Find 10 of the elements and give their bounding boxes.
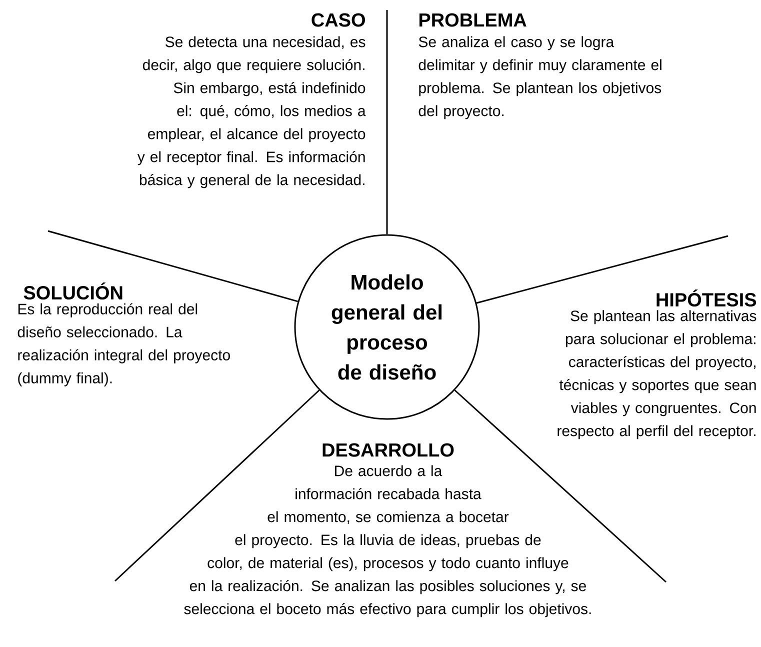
description-text: Se plantean las alternativas para solucionar el problema: características del proyecto, técnicas y soportes que sean viables y congruentes. Con respecto al perfil del receptor. — [558, 310, 756, 440]
description-text: Es la reproducción real del diseño seleccionado. La realización integral del proyecto (dummy final). — [18, 303, 230, 386]
section-heading: CASO — [312, 13, 365, 27]
section-heading: SOLUCIÓN — [24, 282, 122, 300]
description-text: Se analiza el caso y se logra delimitar y definir muy claramente el problema. Se plantean los objetivos del proyecto. — [418, 36, 662, 120]
description-text: Se detecta una necesidad, es decir, algo que requiere solución. Sin embargo, está indefinido el: qué, cómo, los medios a emplear, el alcance del proyecto y el receptor final. Es información básica y general de la necesidad. — [137, 36, 366, 188]
section-heading: DESARROLLO — [322, 443, 454, 457]
section-heading: HIPÓTESIS — [656, 290, 756, 306]
section-heading: PROBLEMA — [419, 13, 526, 27]
description-text: De acuerdo a la información recabada hasta el momento, se comienza a bocetar el proyecto. Es la lluvia de ideas, pruebas de color, de material (es), procesos y todo cuanto influye en la realización. Se analizan las posibles soluciones y, se selecciona el boceto más efectivo para cumplir los objetivos. — [184, 465, 591, 618]
